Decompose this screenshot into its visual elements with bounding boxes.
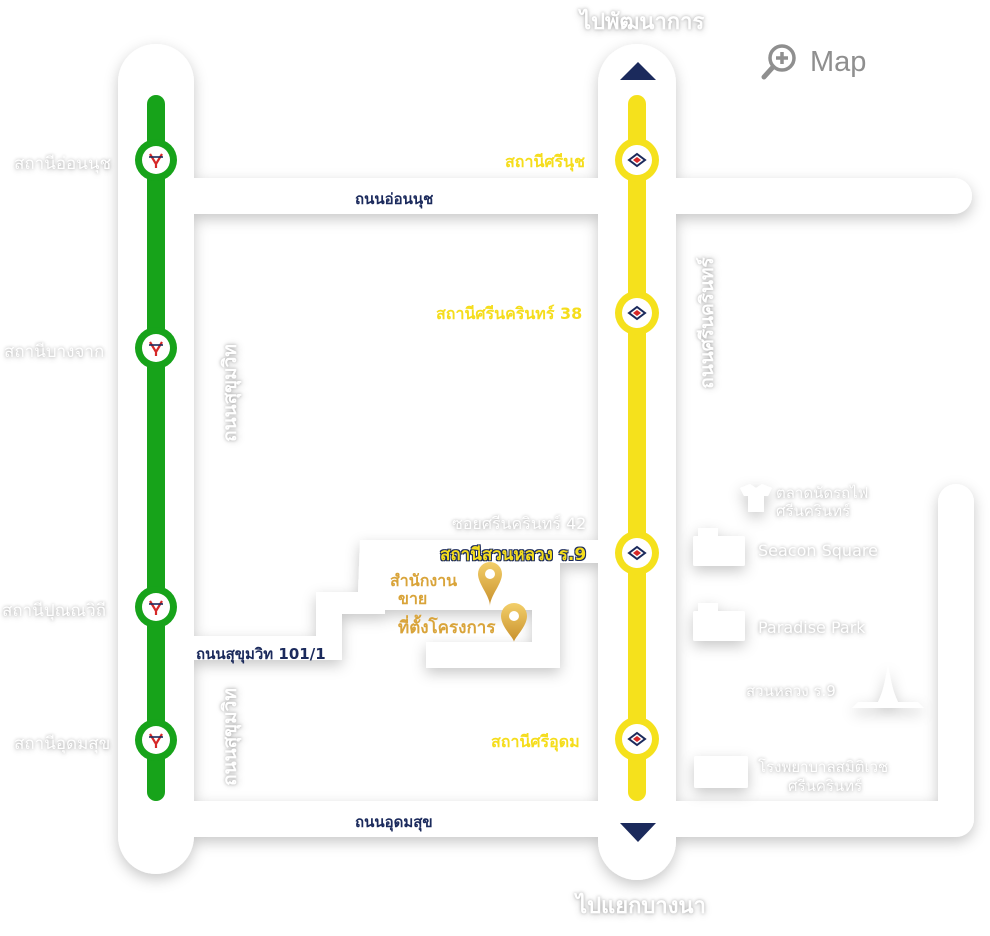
pavilion-icon [852, 664, 924, 708]
south-direction-label: ไปแยกบางนา [576, 894, 706, 919]
bts-station-markers [135, 139, 177, 761]
north-direction-label: ไปพัฒนาการ [580, 10, 705, 35]
mall-icon [693, 536, 745, 566]
yellow-station-label: สถานีศรีนครินทร์ 38 [436, 304, 583, 323]
suan-luang-park-label: สวนหลวง ร.9 [746, 682, 836, 700]
sales-office-label-line2: ขาย [398, 589, 428, 608]
south-arrow-icon[interactable] [620, 823, 656, 842]
bts-station-label: สถานีอุดมสุข [14, 734, 111, 754]
mall-roof-icon [698, 528, 718, 536]
mrt-station-icon [615, 138, 659, 182]
udomsuk-road-label: ถนนอุดมสุข [355, 813, 433, 831]
suan-luang-station-label: สถานีสวนหลวง ร.9 [440, 545, 587, 565]
zoom-in-icon [761, 44, 796, 80]
hospital-icon [694, 756, 748, 788]
market-label-line1: ตลาดนัดรถไฟ [776, 484, 869, 502]
udomsuk-road [150, 801, 974, 837]
mrt-station-icon [615, 291, 659, 335]
east-road [938, 484, 974, 834]
onnut-road [150, 178, 972, 214]
project-site-label: ที่ตั้งโครงการ [398, 618, 496, 638]
north-arrow-icon[interactable] [620, 62, 656, 80]
mrt-station-icon [615, 717, 659, 761]
seacon-label: Seacon Square [758, 541, 878, 560]
hospital-label-line1: โรงพยาบาลสมิติเวช [758, 758, 889, 776]
bts-station-icon [135, 719, 177, 761]
landmark-icons [693, 484, 924, 788]
bts-station-icon [135, 139, 177, 181]
soi-srinakarin-42-label: ซอยศรีนครินทร์ 42 [452, 514, 587, 533]
hospital-label-line2: ศรีนครินทร์ [788, 777, 863, 795]
yellow-station-label: สถานีศรีอุดม [491, 732, 580, 751]
sukhumvit-101-1-label: ถนนสุขุมวิท 101/1 [196, 645, 326, 663]
mrt-station-icon [615, 531, 659, 575]
shirt-icon [740, 484, 772, 512]
sales-office-pin-icon[interactable] [478, 562, 502, 606]
map-zoom-button[interactable]: Map [760, 42, 866, 82]
project-site-pin-icon[interactable] [501, 603, 527, 642]
bts-station-label: สถานีอ่อนนุช [14, 154, 112, 174]
onnut-road-label: ถนนอ่อนนุช [355, 190, 434, 208]
bts-station-icon [135, 586, 177, 628]
market-label-line2: ศรีนครินทร์ [776, 502, 851, 520]
map-button-label: Map [810, 45, 867, 78]
sales-office-label-line1: สำนักงาน [390, 571, 458, 590]
sukhumvit-lower-label: ถนนสุขุมวิท [219, 688, 241, 786]
paradise-park-label: Paradise Park [758, 618, 866, 637]
bts-station-label: สถานีปุณณวิถี [2, 601, 107, 621]
srinakarin-road-label: ถนนศรีนครินทร์ [696, 257, 718, 389]
yellow-station-label: สถานีศรีนุช [505, 152, 585, 171]
sukhumvit-upper-label: ถนนสุขุมวิท [219, 344, 241, 442]
bts-station-icon [135, 327, 177, 369]
bts-station-label: สถานีบางจาก [4, 342, 105, 362]
yellow-station-markers [615, 138, 659, 761]
mall-roof-icon [698, 603, 718, 611]
mall-icon [693, 611, 745, 641]
